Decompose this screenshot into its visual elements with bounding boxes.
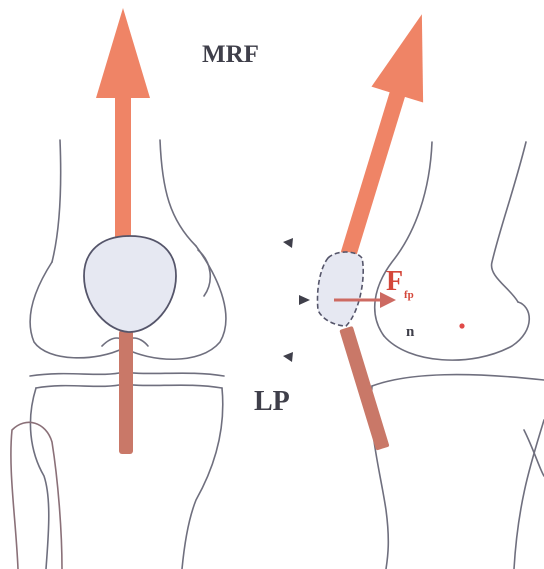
force-label-subscript: fp [404, 289, 414, 301]
patella-front [84, 236, 176, 332]
red-dot-marker [459, 323, 464, 328]
quadriceps-force-arrow-front [96, 8, 150, 242]
femur-posterior-edge [492, 142, 526, 302]
tibial-plateau-lateral [372, 375, 544, 386]
direction-marker-middle [299, 295, 310, 305]
patellar-tendon-side [339, 326, 389, 451]
mrf-label: MRF [202, 41, 259, 68]
femur-left-edge [52, 140, 61, 262]
lateral-view [371, 142, 544, 569]
landmark-label: n [406, 324, 415, 340]
patellar-tendon-front [119, 330, 133, 454]
quadriceps-force-arrow-side [314, 6, 448, 290]
force-label: F [386, 266, 403, 297]
tibia-inner-contour [524, 430, 544, 476]
tibia-lateral-edge [182, 388, 223, 569]
lp-label: LP [254, 386, 290, 417]
fibula [11, 422, 62, 569]
femur-anterior-edge [375, 142, 432, 336]
femur-right-edge [160, 140, 196, 246]
direction-marker-lower [283, 352, 293, 362]
tibia-medial-edge [30, 388, 48, 569]
lateral-condyle-contour [198, 250, 210, 296]
direction-marker-upper [283, 238, 293, 248]
patella-side [317, 252, 363, 326]
